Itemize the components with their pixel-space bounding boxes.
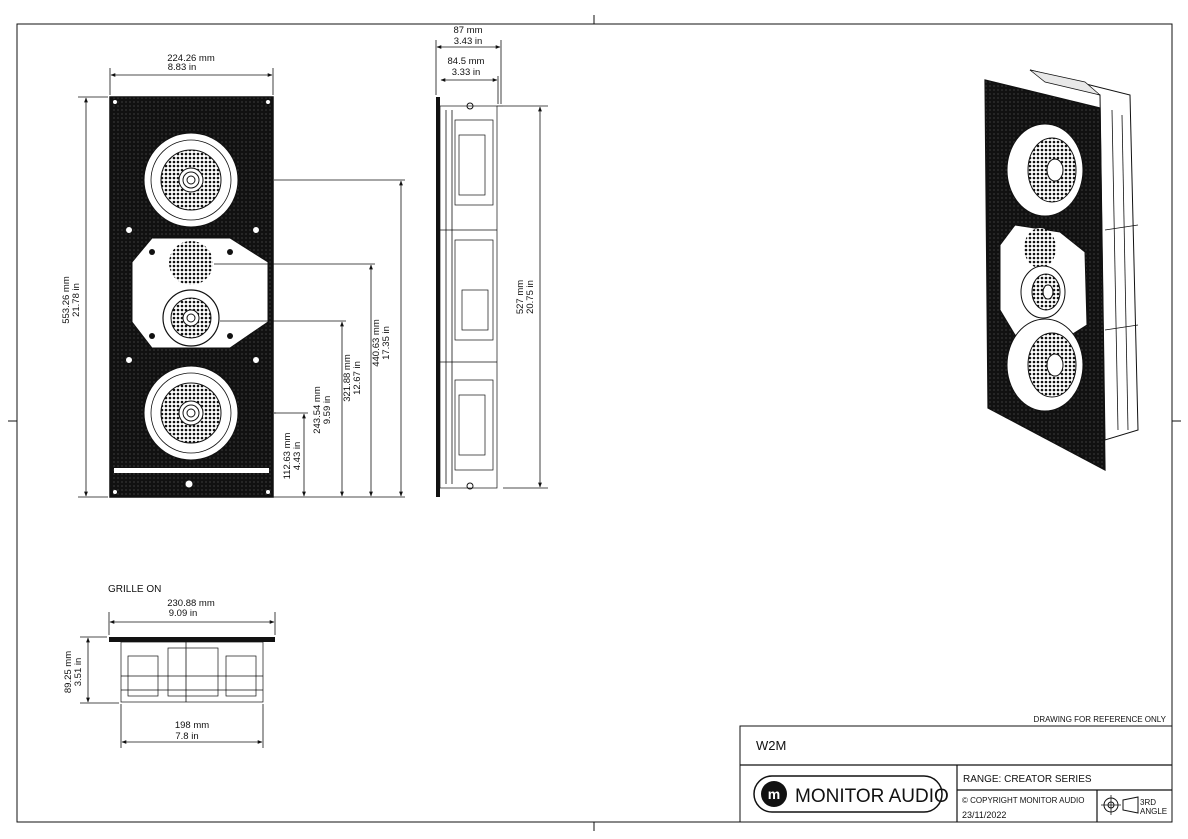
dim-440-in: 17.35 in [381,326,392,360]
top-inner-dimension: 198 mm 7.8 in [120,704,264,748]
dim-243-in: 9.59 in [322,396,333,425]
side-height-in: 20.75 in [525,280,536,314]
side-depth-mm: 87 mm [453,25,482,36]
tweeter-dome [169,241,213,285]
dim-112-in: 4.43 in [292,442,303,471]
front-height-dimension: 553.26 mm 21.78 in [61,96,108,498]
brand-logo-frame [753,775,943,813]
panel-screws [149,249,233,339]
grille-on-caption: GRILLE ON [108,584,161,595]
brand-logo-mark [761,781,787,807]
front-height-in: 21.78 in [71,283,82,317]
top-width-dimension: 230.88 mm 9.09 in [108,598,276,635]
top-depth-dimension: 89.25 mm 3.51 in [63,636,119,704]
dim-321-mm: 321.88 mm [342,354,353,402]
midrange-driver [162,289,220,347]
top-inner-mm: 198 mm [175,720,209,731]
isometric-view [984,69,1139,472]
brand-logo-letter: m [768,786,780,802]
reference-note: DRAWING FOR REFERENCE ONLY [1034,715,1167,724]
model-name: W2M [756,738,786,753]
side-depth-dimensions: 87 mm 3.43 in 84.5 mm 3.33 in [435,25,502,104]
dim-440-mm: 440.63 mm [371,319,382,367]
front-width-in: 8.83 in [168,62,197,73]
side-depth2-in: 3.33 in [452,67,481,78]
dim-243-mm: 243.54 mm [312,386,323,434]
mount-holes [113,100,270,494]
top-width-in: 9.09 in [169,608,198,619]
grille-strip [114,468,269,473]
bottom-woofer [143,365,239,461]
title-block: DRAWING FOR REFERENCE ONLY W2M RANGE: CR… [739,715,1173,823]
side-height-mm: 527 mm [515,280,526,314]
projection-label-2: ANGLE [1140,807,1167,816]
driver-position-dimensions: 440.63 mm 17.35 in 321.88 mm 12.67 in 24… [191,179,405,498]
top-depth-in: 3.51 in [73,658,84,687]
third-angle-projection-icon [1101,795,1139,815]
date-label: 23/11/2022 [962,810,1006,820]
copyright-label: © COPYRIGHT MONITOR AUDIO [962,796,1085,805]
dim-112-mm: 112.63 mm [282,433,293,480]
top-woofer [143,132,239,228]
top-view [109,637,275,703]
front-width-mm: 224.26 mm [167,53,215,64]
dim-321-in: 12.67 in [352,361,363,395]
top-width-mm: 230.88 mm [167,598,215,609]
brand-name: MONITOR AUDIO [795,786,949,807]
side-view [436,97,503,497]
front-view [109,96,274,498]
side-depth-in: 3.43 in [454,36,483,47]
side-depth2-mm: 84.5 mm [448,56,485,67]
side-height-dimension: 527 mm 20.75 in [503,105,548,489]
front-height-mm: 553.26 mm [61,276,72,324]
front-width-dimension: 224.26 mm 8.83 in [109,53,274,95]
range-label: RANGE: CREATOR SERIES [963,774,1092,785]
projection-label-1: 3RD [1140,798,1156,807]
top-depth-mm: 89.25 mm [63,651,74,693]
top-inner-in: 7.8 in [175,731,198,742]
